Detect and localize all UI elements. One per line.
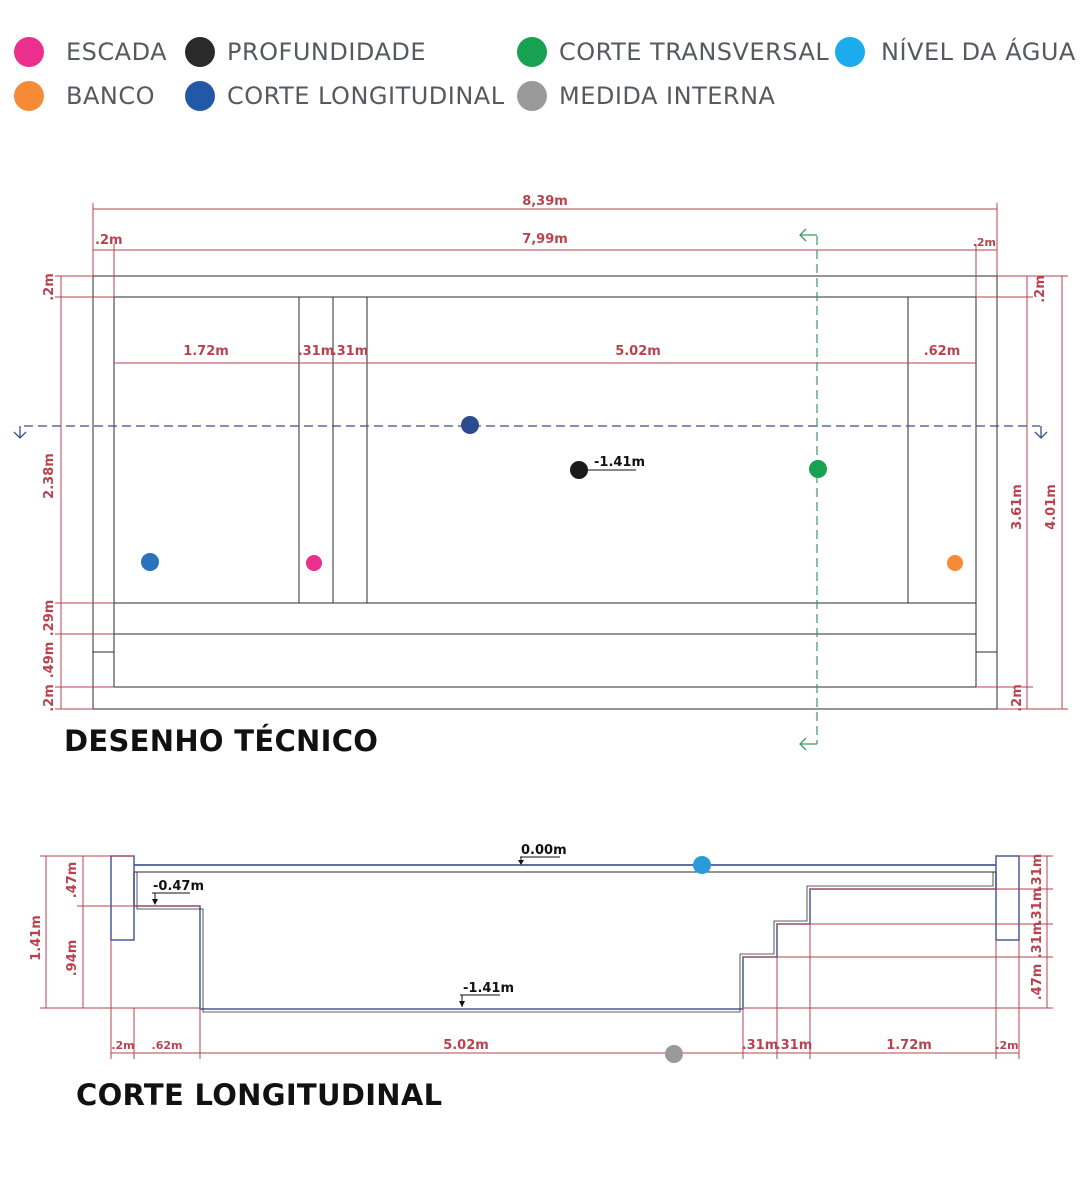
- depth-label: -1.41m: [594, 455, 645, 470]
- dim-label: .2m: [1033, 275, 1048, 303]
- profile-outer: [133, 872, 997, 1010]
- dim-label: .31m: [332, 344, 369, 359]
- level-label: -0.47m: [153, 879, 204, 894]
- corte-transversal-marker: [809, 460, 827, 478]
- dim-label: .31m: [1030, 888, 1045, 925]
- dim-inner-width: 7,99m .2m .2m: [93, 232, 997, 297]
- profundidade-marker: [570, 461, 588, 479]
- dim-label: .47m: [1030, 964, 1045, 1001]
- dim-label: .62m: [924, 344, 961, 359]
- dim-overall-width: 8,39m: [92, 194, 998, 276]
- section-profile: [133, 872, 997, 1013]
- banco-dot-icon: [14, 81, 44, 111]
- dim-label: 1.72m: [886, 1038, 932, 1053]
- legend-label: BANCO: [66, 82, 155, 110]
- dim-label: 1.41m: [29, 915, 44, 961]
- dim-label: 8,39m: [522, 194, 568, 209]
- section-walls: [110, 855, 1020, 941]
- nivel-da-agua-marker: [693, 856, 711, 874]
- legend-item-medida-interna: MEDIDA INTERNA: [517, 81, 775, 111]
- legend-label: MEDIDA INTERNA: [559, 82, 776, 110]
- dim-label: 5.02m: [443, 1038, 489, 1053]
- corte-longitudinal-dot-icon: [185, 81, 215, 111]
- inner-wall: [113, 296, 977, 688]
- dim-left-column: .2m 2.38m .29m .49m .2m: [42, 273, 114, 712]
- dim-label: 7,99m: [522, 232, 568, 247]
- dim-label: .2m: [973, 236, 996, 249]
- dim-label: .2m: [1010, 684, 1025, 712]
- medida-interna-dot-icon: [517, 81, 547, 111]
- level-arrow-icon: [518, 860, 524, 865]
- nivel-da-agua-dot-icon: [835, 37, 865, 67]
- dim-label: .31m: [298, 344, 335, 359]
- dim-right-column: .2m 3.61m 4.01m .2m: [976, 275, 1068, 712]
- dim-label: .94m: [65, 940, 80, 977]
- level-arrow-icon: [459, 1001, 465, 1007]
- dim-label: 2.38m: [42, 453, 57, 499]
- dim-label: 5.02m: [615, 344, 661, 359]
- left-wall: [110, 855, 135, 941]
- longitudinal-cut-line: [13, 425, 1048, 439]
- dim-label: .62m: [152, 1039, 183, 1052]
- section-dim-left: 1.41m .47m .94m: [29, 855, 200, 1009]
- dim-label: .31m: [1030, 922, 1045, 959]
- legend-label: PROFUNDIDADE: [227, 38, 427, 66]
- dim-interior-row: 1.72m .31m .31m 5.02m .62m: [114, 344, 976, 364]
- legend-item-corte-longitudinal: CORTE LONGITUDINAL: [185, 81, 505, 111]
- corte-longitudinal-marker: [461, 416, 479, 434]
- legend-item-banco: BANCO: [14, 81, 155, 111]
- legend: ESCADA BANCO PROFUNDIDADE CORTE LONGITUD…: [0, 0, 1080, 130]
- right-wall: [995, 855, 1020, 941]
- dim-label: .2m: [95, 233, 123, 248]
- legend-label: ESCADA: [66, 38, 168, 66]
- banco-marker: [947, 555, 963, 571]
- level-arrow-icon: [152, 899, 158, 905]
- level-label: 0.00m: [521, 843, 567, 858]
- legend-label: CORTE TRANSVERSAL: [559, 38, 830, 66]
- dim-label: 4.01m: [1044, 484, 1059, 530]
- section-dim-bottom: .2m .62m 5.02m .31m .31m 1.72m .2m: [110, 924, 1020, 1059]
- section-dim-right: .31m .31m .31m .47m: [743, 854, 1053, 1009]
- level-label: -1.41m: [463, 981, 514, 996]
- legend-label: NÍVEL DA ÁGUA: [881, 38, 1076, 66]
- plan-title: DESENHO TÉCNICO: [64, 724, 379, 758]
- corte-longitudinal-marker-2: [141, 553, 159, 571]
- escada-marker: [306, 555, 322, 571]
- profundidade-dot-icon: [185, 37, 215, 67]
- outer-wall: [92, 275, 998, 710]
- transversal-cut-line: [799, 228, 818, 751]
- legend-item-escada: ESCADA: [14, 37, 167, 67]
- legend-label: CORTE LONGITUDINAL: [227, 82, 505, 110]
- dim-label: 1.72m: [183, 344, 229, 359]
- corte-transversal-dot-icon: [517, 37, 547, 67]
- legend-item-profundidade: PROFUNDIDADE: [185, 37, 426, 67]
- profile-inner: [136, 872, 994, 1013]
- level-floor: -1.41m: [459, 981, 514, 1007]
- dim-label: .29m: [42, 600, 57, 637]
- legend-item-corte-transversal: CORTE TRANSVERSAL: [517, 37, 829, 67]
- dim-label: .2m: [995, 1039, 1018, 1052]
- dim-label: .31m: [1030, 854, 1045, 891]
- dim-label: .47m: [65, 862, 80, 899]
- dim-label: 3.61m: [1010, 484, 1025, 530]
- section-title: CORTE LONGITUDINAL: [76, 1078, 443, 1112]
- dim-label: .2m: [42, 273, 57, 301]
- dim-label: .49m: [42, 642, 57, 679]
- dim-label: .2m: [111, 1039, 134, 1052]
- dim-label: .2m: [42, 684, 57, 712]
- medida-interna-marker: [665, 1045, 683, 1063]
- dim-label: .31m: [776, 1038, 813, 1053]
- legend-item-nivel-da-agua: NÍVEL DA ÁGUA: [835, 37, 1076, 67]
- dim-label: .31m: [742, 1038, 779, 1053]
- depth-marker: -1.41m: [586, 455, 645, 471]
- escada-dot-icon: [14, 37, 44, 67]
- level-water: 0.00m: [518, 843, 567, 865]
- plan-outline: [92, 275, 998, 710]
- level-bench: -0.47m: [152, 879, 204, 905]
